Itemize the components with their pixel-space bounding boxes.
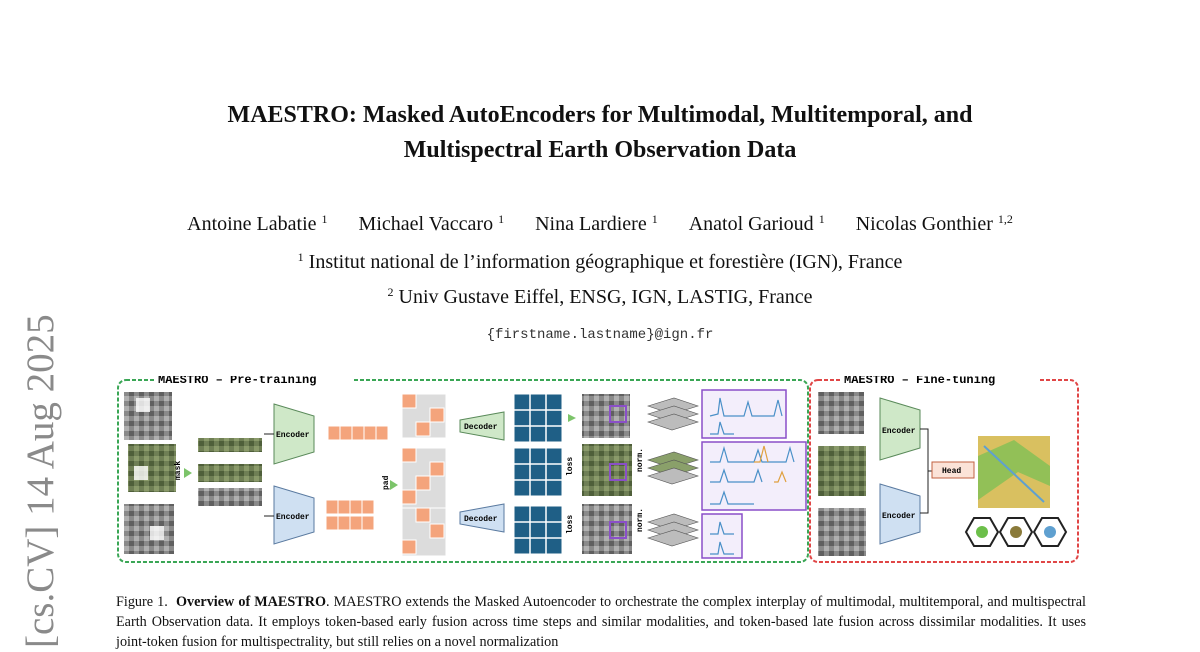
norm-tag-1: norm. bbox=[636, 448, 645, 472]
pretrain-box bbox=[117, 379, 809, 563]
encoder-top bbox=[273, 403, 315, 465]
author-email: {firstname.lastname}@ign.fr bbox=[486, 327, 714, 343]
encoder-label-bottom: Encoder bbox=[276, 513, 310, 522]
norm-tag-2: norm. bbox=[636, 508, 645, 532]
ft-encoder-label-top: Encoder bbox=[882, 427, 916, 436]
overview-figure: MAESTRO – Pre-training MAESTRO – Fine-tu… bbox=[117, 376, 1079, 563]
decoder-bottom bbox=[459, 503, 505, 533]
input-images bbox=[124, 392, 176, 554]
pad-tag: pad bbox=[382, 475, 391, 490]
decoder-top bbox=[459, 411, 505, 441]
loss-tag-1: loss bbox=[566, 457, 575, 476]
head-block bbox=[931, 461, 975, 479]
paper-title-line-1: MAESTRO: Masked AutoEncoders for Multimo… bbox=[227, 102, 973, 128]
author: Antoine Labatie 1 bbox=[187, 212, 328, 235]
arxiv-side-identifier: [cs.CV] 14 Aug 2025 bbox=[19, 314, 62, 648]
ft-encoder-bottom bbox=[879, 483, 921, 545]
author-list: Antoine Labatie 1 Michael Vaccaro 1 Nina… bbox=[0, 212, 1200, 236]
author: Anatol Garioud 1 bbox=[688, 212, 825, 235]
ft-encoder-label-bottom: Encoder bbox=[882, 512, 916, 521]
loss-tag-2: loss bbox=[566, 515, 575, 534]
paper-title-line-2: Multispectral Earth Observation Data bbox=[403, 137, 797, 163]
encoder-label-top: Encoder bbox=[276, 431, 310, 440]
decoder-label-bottom: Decoder bbox=[464, 515, 498, 524]
mask-tag: mask bbox=[174, 461, 183, 480]
affiliation-2: 2 Univ Gustave Eiffel, ENSG, IGN, LASTIG… bbox=[387, 285, 813, 308]
author: Michael Vaccaro 1 bbox=[358, 212, 505, 235]
finetune-label: MAESTRO – Fine-tuning bbox=[844, 376, 995, 387]
ft-encoder-top bbox=[879, 397, 921, 461]
decoder-label-top: Decoder bbox=[464, 423, 498, 432]
figure-caption: Figure 1. Overview of MAESTRO. MAESTRO e… bbox=[116, 594, 1087, 650]
affiliation-1: 1 Institut national de l’information géo… bbox=[297, 250, 903, 273]
encoder-bottom bbox=[273, 485, 315, 545]
head-label: Head bbox=[942, 467, 961, 476]
author: Nina Lardiere 1 bbox=[535, 212, 658, 235]
pretrain-label: MAESTRO – Pre-training bbox=[158, 376, 316, 387]
author: Nicolas Gonthier 1,2 bbox=[855, 212, 1013, 235]
